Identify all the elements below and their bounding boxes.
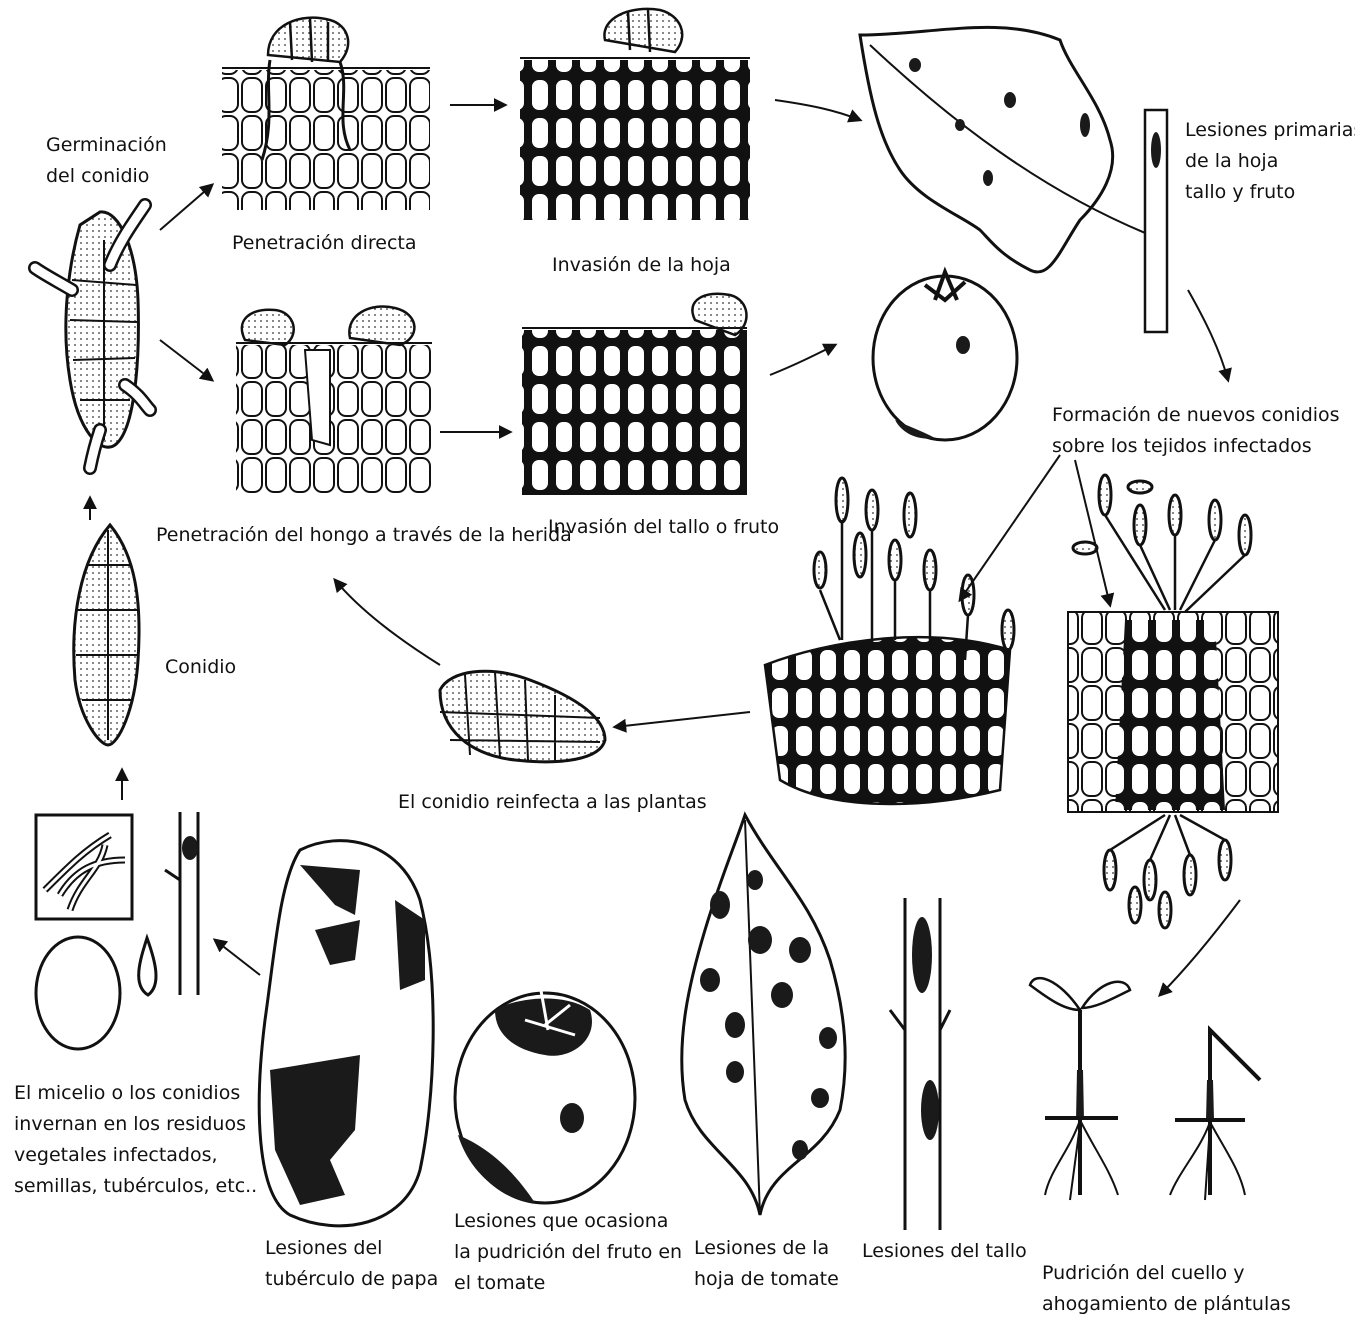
infected-tomato-top bbox=[873, 272, 1017, 440]
conidium bbox=[74, 525, 139, 745]
stem-lesion bbox=[890, 898, 950, 1230]
tissue-leaf-invasion bbox=[520, 9, 750, 220]
sporulating-tissue-right bbox=[1068, 475, 1278, 928]
label-stem-fruit-invasion: Invasión del tallo o fruto bbox=[548, 512, 779, 543]
label-conidium: Conidio bbox=[165, 652, 236, 683]
label-wound-penetration: Penetración del hongo a través de la her… bbox=[156, 520, 572, 551]
label-leaf-invasion: Invasión de la hoja bbox=[552, 250, 731, 281]
germinating-conidium bbox=[35, 205, 150, 468]
tomato-rot bbox=[455, 985, 635, 1203]
sporulating-tissue-center bbox=[765, 478, 1014, 804]
potato-tuber bbox=[259, 841, 433, 1226]
seedlings-damping-off bbox=[1030, 978, 1260, 1200]
label-direct-penetration: Penetración directa bbox=[232, 228, 417, 259]
tissue-stem-fruit-invasion bbox=[522, 294, 747, 495]
label-conidium-reinfects: El conidio reinfecta a las plantas bbox=[398, 787, 707, 818]
overwintering-residues bbox=[36, 812, 198, 1049]
infected-leaf-top bbox=[860, 27, 1167, 332]
reinfecting-conidium bbox=[440, 671, 605, 762]
tissue-wound-penetration bbox=[236, 307, 432, 495]
label-stem-lesions: Lesiones del tallo bbox=[862, 1236, 1027, 1267]
tomato-leaf-lesions bbox=[682, 815, 845, 1215]
tissue-direct-penetration bbox=[222, 18, 430, 210]
